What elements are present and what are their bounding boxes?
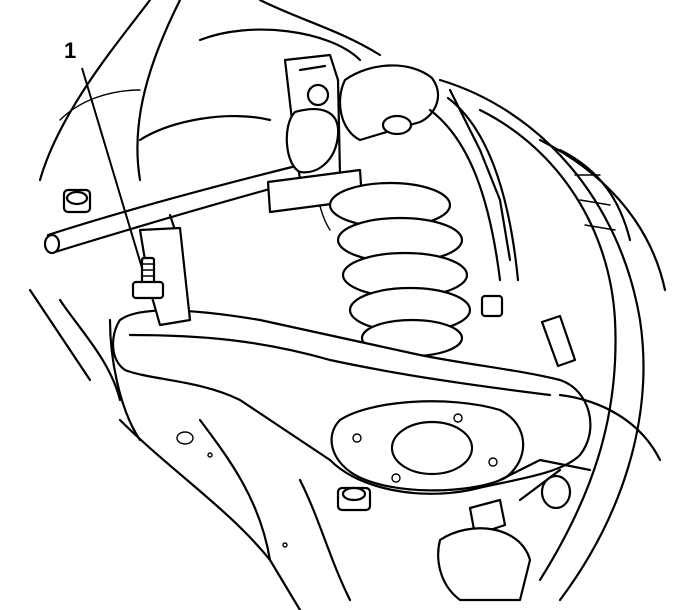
frame-bolt [62, 188, 92, 214]
lower-nuts [336, 294, 592, 602]
bolt-item-1 [131, 256, 165, 300]
wheel-well [438, 78, 667, 602]
misc-lines [207, 393, 662, 602]
coil-spring [328, 181, 472, 358]
upper-control-arm [338, 64, 520, 282]
lower-control-arm [112, 309, 592, 495]
callout-leader-line [81, 67, 143, 269]
callout-label-1: 1 [64, 38, 77, 63]
